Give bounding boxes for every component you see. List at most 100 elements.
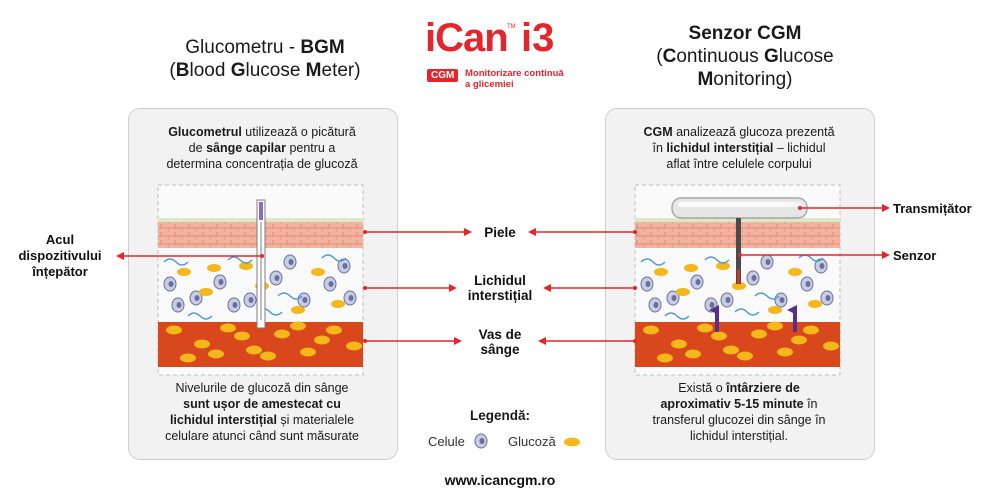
glucose-molecule — [751, 329, 767, 339]
bold-text: G — [764, 46, 779, 67]
text: lood — [189, 60, 231, 81]
glucose-molecule — [723, 345, 739, 355]
glucose-molecule — [291, 306, 305, 314]
text: celulare atunci când sunt măsurate — [165, 429, 359, 443]
description-line: lichidul interstițial și materialele — [140, 412, 384, 428]
label-piele: Piele — [484, 225, 516, 240]
logo-tagline-1: Monitorizare continuă — [465, 68, 564, 79]
text: ( — [169, 60, 176, 81]
right-title-line1: Senzor CGM — [688, 23, 802, 44]
label-vas-line1: Vas de — [478, 327, 522, 342]
text: ( — [656, 46, 663, 67]
label-acul-line1: Acul — [45, 232, 75, 247]
description-line: CGM analizează glucoza prezentă — [617, 124, 861, 140]
cell-nucleus — [218, 279, 224, 285]
glucose-molecule — [654, 268, 668, 276]
glucose-molecule — [671, 339, 687, 349]
glucose-molecule — [311, 268, 325, 276]
bold-text: aproximativ 5-15 minute — [660, 397, 804, 411]
website-footer[interactable]: www.icancgm.ro — [444, 472, 556, 488]
glucose-molecule — [657, 353, 673, 363]
cgm-blood-glucose — [643, 321, 839, 363]
label-senzor: Senzor — [893, 248, 937, 263]
glucose-molecule — [716, 262, 730, 270]
description-line: Glucometrul utilizează o picătură — [140, 124, 384, 140]
bold-text: M — [305, 60, 322, 81]
cell-nucleus — [779, 297, 785, 303]
cell-nucleus — [765, 259, 771, 265]
legend-glucose-icon — [564, 437, 580, 447]
bgm-blood-glucose — [166, 321, 362, 363]
text: Există o — [678, 381, 727, 395]
text: lucose — [245, 60, 306, 81]
cell-nucleus — [725, 297, 731, 303]
fluid-squiggle — [754, 292, 780, 300]
cell-nucleus — [825, 295, 831, 301]
logo-tm: TM — [507, 24, 516, 30]
glucose-molecule — [685, 349, 701, 359]
label-acul-line3: înțepător — [32, 264, 88, 279]
label-transmitator: Transmițător — [893, 201, 972, 216]
fluid-squiggle — [640, 258, 666, 266]
description-line: determina concentrația de glucoză — [140, 156, 384, 172]
cell-nucleus — [176, 302, 182, 308]
bold-text: G — [230, 60, 246, 81]
cell-nucleus — [248, 297, 254, 303]
fluid-squiggle — [187, 312, 213, 320]
cell-nucleus — [671, 295, 677, 301]
cgm-tissue-section — [634, 184, 841, 376]
glucose-molecule — [788, 268, 802, 276]
glucose-molecule — [290, 321, 306, 331]
bold-text: B — [175, 60, 190, 81]
left-title-line1-text: Glucometru - — [185, 37, 301, 58]
cell-nucleus — [805, 281, 811, 287]
glucose-molecule — [314, 335, 330, 345]
right-title-line2: (Continuous Glucose — [610, 45, 880, 68]
legend-title: Legendă: — [469, 408, 530, 423]
cell-nucleus — [653, 302, 659, 308]
glucose-molecule — [246, 345, 262, 355]
cell-nucleus — [348, 295, 354, 301]
description-line: în lichidul interstițial – lichidul — [617, 140, 861, 156]
glucose-molecule — [777, 347, 793, 357]
connector-arrows — [116, 204, 890, 345]
sensor-filament — [736, 218, 741, 284]
cell-nucleus — [819, 263, 825, 269]
glucose-molecule — [676, 288, 690, 296]
glucose-molecule — [803, 325, 819, 335]
right-title: Senzor CGM (Continuous Glucose Monitorin… — [610, 22, 880, 91]
glucose-molecule — [300, 347, 316, 357]
text: pentru a — [285, 141, 336, 155]
text: determina concentrația de glucoză — [166, 157, 358, 171]
text: aflat între celulele corpului — [666, 157, 812, 171]
text: în — [803, 397, 818, 411]
fluid-squiggle — [664, 312, 690, 320]
legend-cells-label: Celule — [428, 434, 465, 449]
legend-cell-icon — [474, 433, 488, 449]
description-line: lichidul interstițial. — [617, 428, 861, 444]
fluid-squiggle — [277, 292, 303, 300]
glucose-molecule — [177, 268, 191, 276]
left-title-line2: (Blood Glucose Meter) — [140, 59, 390, 82]
glucose-molecule — [684, 264, 698, 272]
bold-text: lichidul interstițial — [169, 413, 277, 427]
fluid-squiggle — [704, 256, 730, 264]
text: – lichidul — [773, 141, 826, 155]
cell-nucleus — [194, 295, 200, 301]
glucose-molecule — [207, 264, 221, 272]
cell-nucleus — [342, 263, 348, 269]
label-vas-line2: sânge — [480, 342, 520, 357]
glucose-molecule — [194, 339, 210, 349]
glucose-molecule — [199, 288, 213, 296]
ican-logo: iCan TM i3 CGM Monitorizare continuă a g… — [425, 16, 585, 92]
glucose-molecule — [274, 329, 290, 339]
cell-nucleus — [168, 281, 174, 287]
cell-nucleus — [645, 281, 651, 287]
right-title-line3: Monitoring) — [610, 68, 880, 91]
glucose-molecule — [768, 306, 782, 314]
connector-dots — [260, 206, 802, 343]
left-title: Glucometru - B G M (Blood Glucose Meter) — [140, 36, 390, 82]
logo-badge: CGM — [427, 69, 459, 82]
